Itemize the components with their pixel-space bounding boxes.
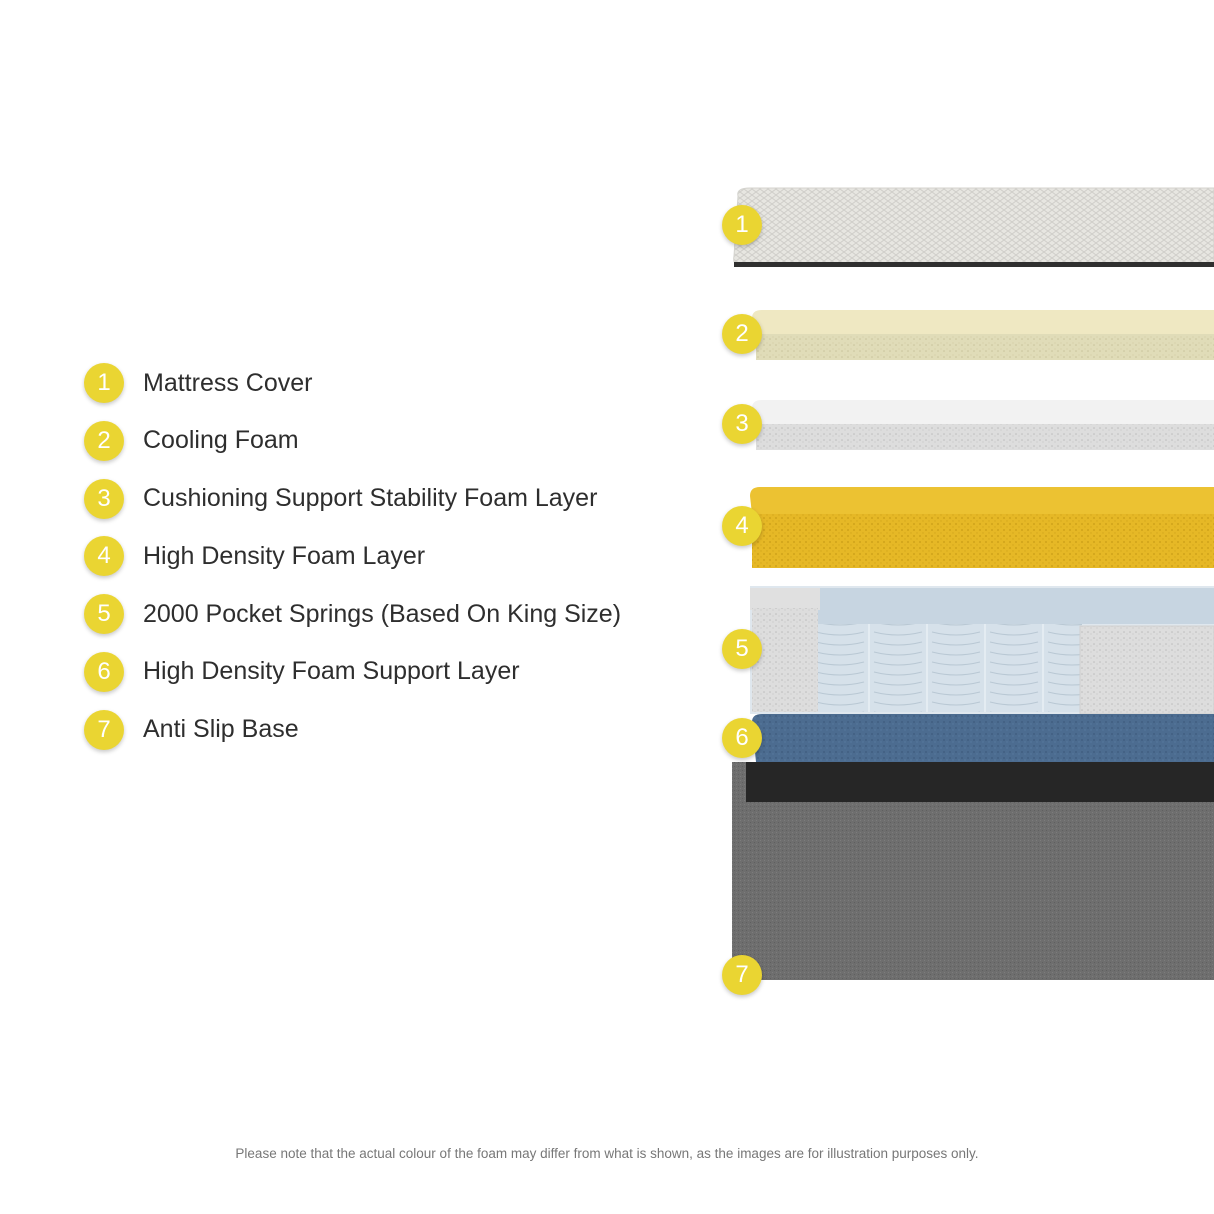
layer-cushioning-foam	[752, 400, 1214, 450]
layer-support-foam	[752, 714, 1214, 762]
legend-item-mattress-cover: 1 Mattress Cover	[84, 363, 704, 403]
layer-pocket-springs	[750, 586, 1214, 715]
diagram-badge-2: 2	[722, 314, 762, 354]
diagram-badge-4: 4	[722, 506, 762, 546]
layer-anti-slip-base	[732, 762, 1214, 980]
legend-badge-6: 6	[84, 651, 124, 692]
layer-legend: 1 Mattress Cover 2 Cooling Foam 3 Cushio…	[84, 363, 704, 768]
legend-label-high-density-foam: High Density Foam Layer	[143, 541, 426, 570]
diagram-badge-3: 3	[722, 404, 762, 444]
diagram-badge-1: 1	[722, 205, 762, 245]
legend-badge-3: 3	[84, 478, 124, 519]
layer-mattress-cover	[733, 187, 1214, 267]
legend-label-pocket-springs: 2000 Pocket Springs (Based On King Size)	[143, 599, 622, 628]
legend-item-high-density-foam: 4 High Density Foam Layer	[84, 536, 704, 577]
layer-high-density-foam	[750, 487, 1214, 568]
layer-cooling-foam	[752, 310, 1214, 360]
legend-label-support-layer: High Density Foam Support Layer	[143, 657, 520, 686]
legend-item-cushioning-foam: 3 Cushioning Support Stability Foam Laye…	[84, 478, 704, 519]
legend-item-pocket-springs: 5 2000 Pocket Springs (Based On King Siz…	[84, 594, 704, 635]
diagram-badge-7: 7	[722, 955, 762, 995]
legend-label-cooling-foam: Cooling Foam	[143, 426, 299, 455]
legend-item-cooling-foam: 2 Cooling Foam	[84, 420, 704, 461]
color-disclaimer: Please note that the actual colour of th…	[235, 1146, 979, 1161]
legend-item-support-layer: 6 High Density Foam Support Layer	[84, 651, 704, 692]
legend-label-mattress-cover: Mattress Cover	[143, 368, 313, 397]
legend-badge-7: 7	[84, 709, 124, 750]
legend-badge-4: 4	[84, 536, 124, 577]
legend-badge-5: 5	[84, 594, 124, 635]
legend-badge-2: 2	[84, 420, 124, 461]
diagram-badge-6: 6	[722, 718, 762, 758]
diagram-badge-5: 5	[722, 629, 762, 669]
legend-badge-1: 1	[84, 363, 124, 403]
legend-label-cushioning-foam: Cushioning Support Stability Foam Layer	[143, 484, 598, 513]
legend-item-anti-slip-base: 7 Anti Slip Base	[84, 709, 704, 750]
legend-label-anti-slip-base: Anti Slip Base	[143, 715, 299, 744]
